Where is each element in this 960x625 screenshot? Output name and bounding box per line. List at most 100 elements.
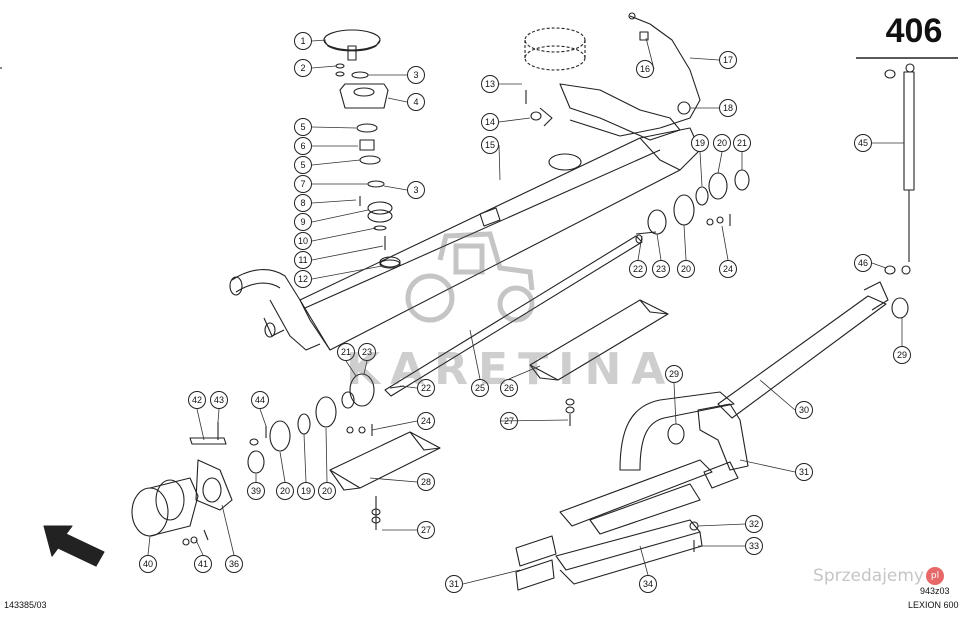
callout-number: 31 [449, 579, 459, 589]
callout-bubble [481, 75, 499, 93]
brand-mark-icon: pl [926, 567, 944, 585]
callout-bubble [407, 93, 425, 111]
callout-bubble [210, 391, 228, 409]
leader-line [469, 329, 481, 380]
callout-17: 17 [719, 51, 737, 69]
callout-number: 23 [656, 264, 666, 274]
callout-9: 9 [294, 213, 312, 231]
leader-line [683, 224, 687, 261]
leader-line [221, 504, 235, 556]
callout-number: 5 [300, 122, 305, 132]
callout-3: 3 [407, 66, 425, 84]
callout-bubble [294, 156, 312, 174]
leader-line [303, 433, 307, 483]
leader-line [311, 199, 357, 204]
callout-bubble [276, 482, 294, 500]
callout-number: 22 [633, 264, 643, 274]
leader-line [689, 57, 720, 61]
callout-7: 7 [294, 175, 312, 193]
callout-4: 4 [407, 93, 425, 111]
watermark-text: KARETINA [346, 344, 676, 395]
callout-8: 8 [294, 194, 312, 212]
callout-bubble [294, 213, 312, 231]
leader-line [645, 37, 655, 70]
callout-24: 24 [417, 412, 435, 430]
callout-bubble [500, 379, 518, 397]
callout-3: 3 [407, 181, 425, 199]
ref-code: 943z03 [920, 586, 950, 596]
callout-bubble [294, 59, 312, 77]
callout-bubble [318, 482, 336, 500]
callout-41: 41 [194, 555, 212, 573]
callout-number: 3 [413, 185, 418, 195]
leader-line [311, 39, 327, 42]
callout-13: 13 [481, 75, 499, 93]
callout-bubble [745, 537, 763, 555]
callout-36: 36 [225, 555, 243, 573]
callout-bubble [639, 575, 657, 593]
leader-line [217, 408, 220, 423]
leader-line [279, 451, 286, 483]
leader-line [311, 245, 384, 261]
leader-line [325, 427, 328, 483]
callout-19: 19 [297, 482, 315, 500]
callout-bubble [893, 346, 911, 364]
leader-line [371, 420, 418, 431]
callout-number: 18 [723, 103, 733, 113]
callout-number: 26 [504, 383, 514, 393]
callout-number: 19 [301, 486, 311, 496]
callout-number: 21 [341, 347, 351, 357]
callout-number: 32 [749, 519, 759, 529]
callout-29: 29 [665, 365, 683, 383]
leader-line [311, 126, 357, 129]
drive-shaft [384, 234, 643, 397]
callout-20: 20 [318, 482, 336, 500]
callout-bubble [677, 260, 695, 278]
callout-20: 20 [677, 260, 695, 278]
callout-number: 46 [858, 258, 868, 268]
callout-bubble [407, 181, 425, 199]
callout-20: 20 [713, 134, 731, 152]
callout-42: 42 [188, 391, 206, 409]
leader-line [498, 117, 531, 123]
callout-number: 8 [300, 198, 305, 208]
callout-bubble [445, 575, 463, 593]
callout-22: 22 [629, 260, 647, 278]
leader-line [498, 144, 501, 181]
callout-bubble [481, 113, 499, 131]
callout-bubble [247, 482, 265, 500]
callout-number: 20 [681, 264, 691, 274]
callout-number: 42 [192, 395, 202, 405]
callout-33: 33 [745, 537, 763, 555]
small-hardware [249, 398, 575, 524]
callout-number: 11 [298, 255, 307, 265]
leader-line [147, 535, 151, 556]
callout-23: 23 [358, 343, 376, 361]
callout-14: 14 [481, 113, 499, 131]
callout-bubble [225, 555, 243, 573]
leader-line [311, 227, 377, 242]
callout-24: 24 [719, 260, 737, 278]
callout-23: 23 [652, 260, 670, 278]
callout-bubble [471, 379, 489, 397]
callout-29: 29 [893, 346, 911, 364]
leader-line [637, 235, 643, 261]
leader-line [311, 65, 337, 69]
callout-number: 25 [475, 383, 485, 393]
callout-number: 12 [298, 274, 308, 284]
leader-line [508, 365, 541, 380]
callout-30: 30 [795, 401, 813, 419]
callout-21: 21 [337, 343, 355, 361]
callout-bubble [719, 99, 737, 117]
callout-bubble [795, 401, 813, 419]
leader-line [697, 523, 746, 527]
direction-arrow-icon [43, 525, 105, 567]
callout-43: 43 [210, 391, 228, 409]
leader-line [462, 569, 521, 585]
leader-line [871, 262, 887, 269]
callout-number: 27 [421, 525, 431, 535]
right-bearing-group [635, 169, 750, 235]
leader-line [399, 385, 418, 389]
leader-line [387, 97, 408, 103]
